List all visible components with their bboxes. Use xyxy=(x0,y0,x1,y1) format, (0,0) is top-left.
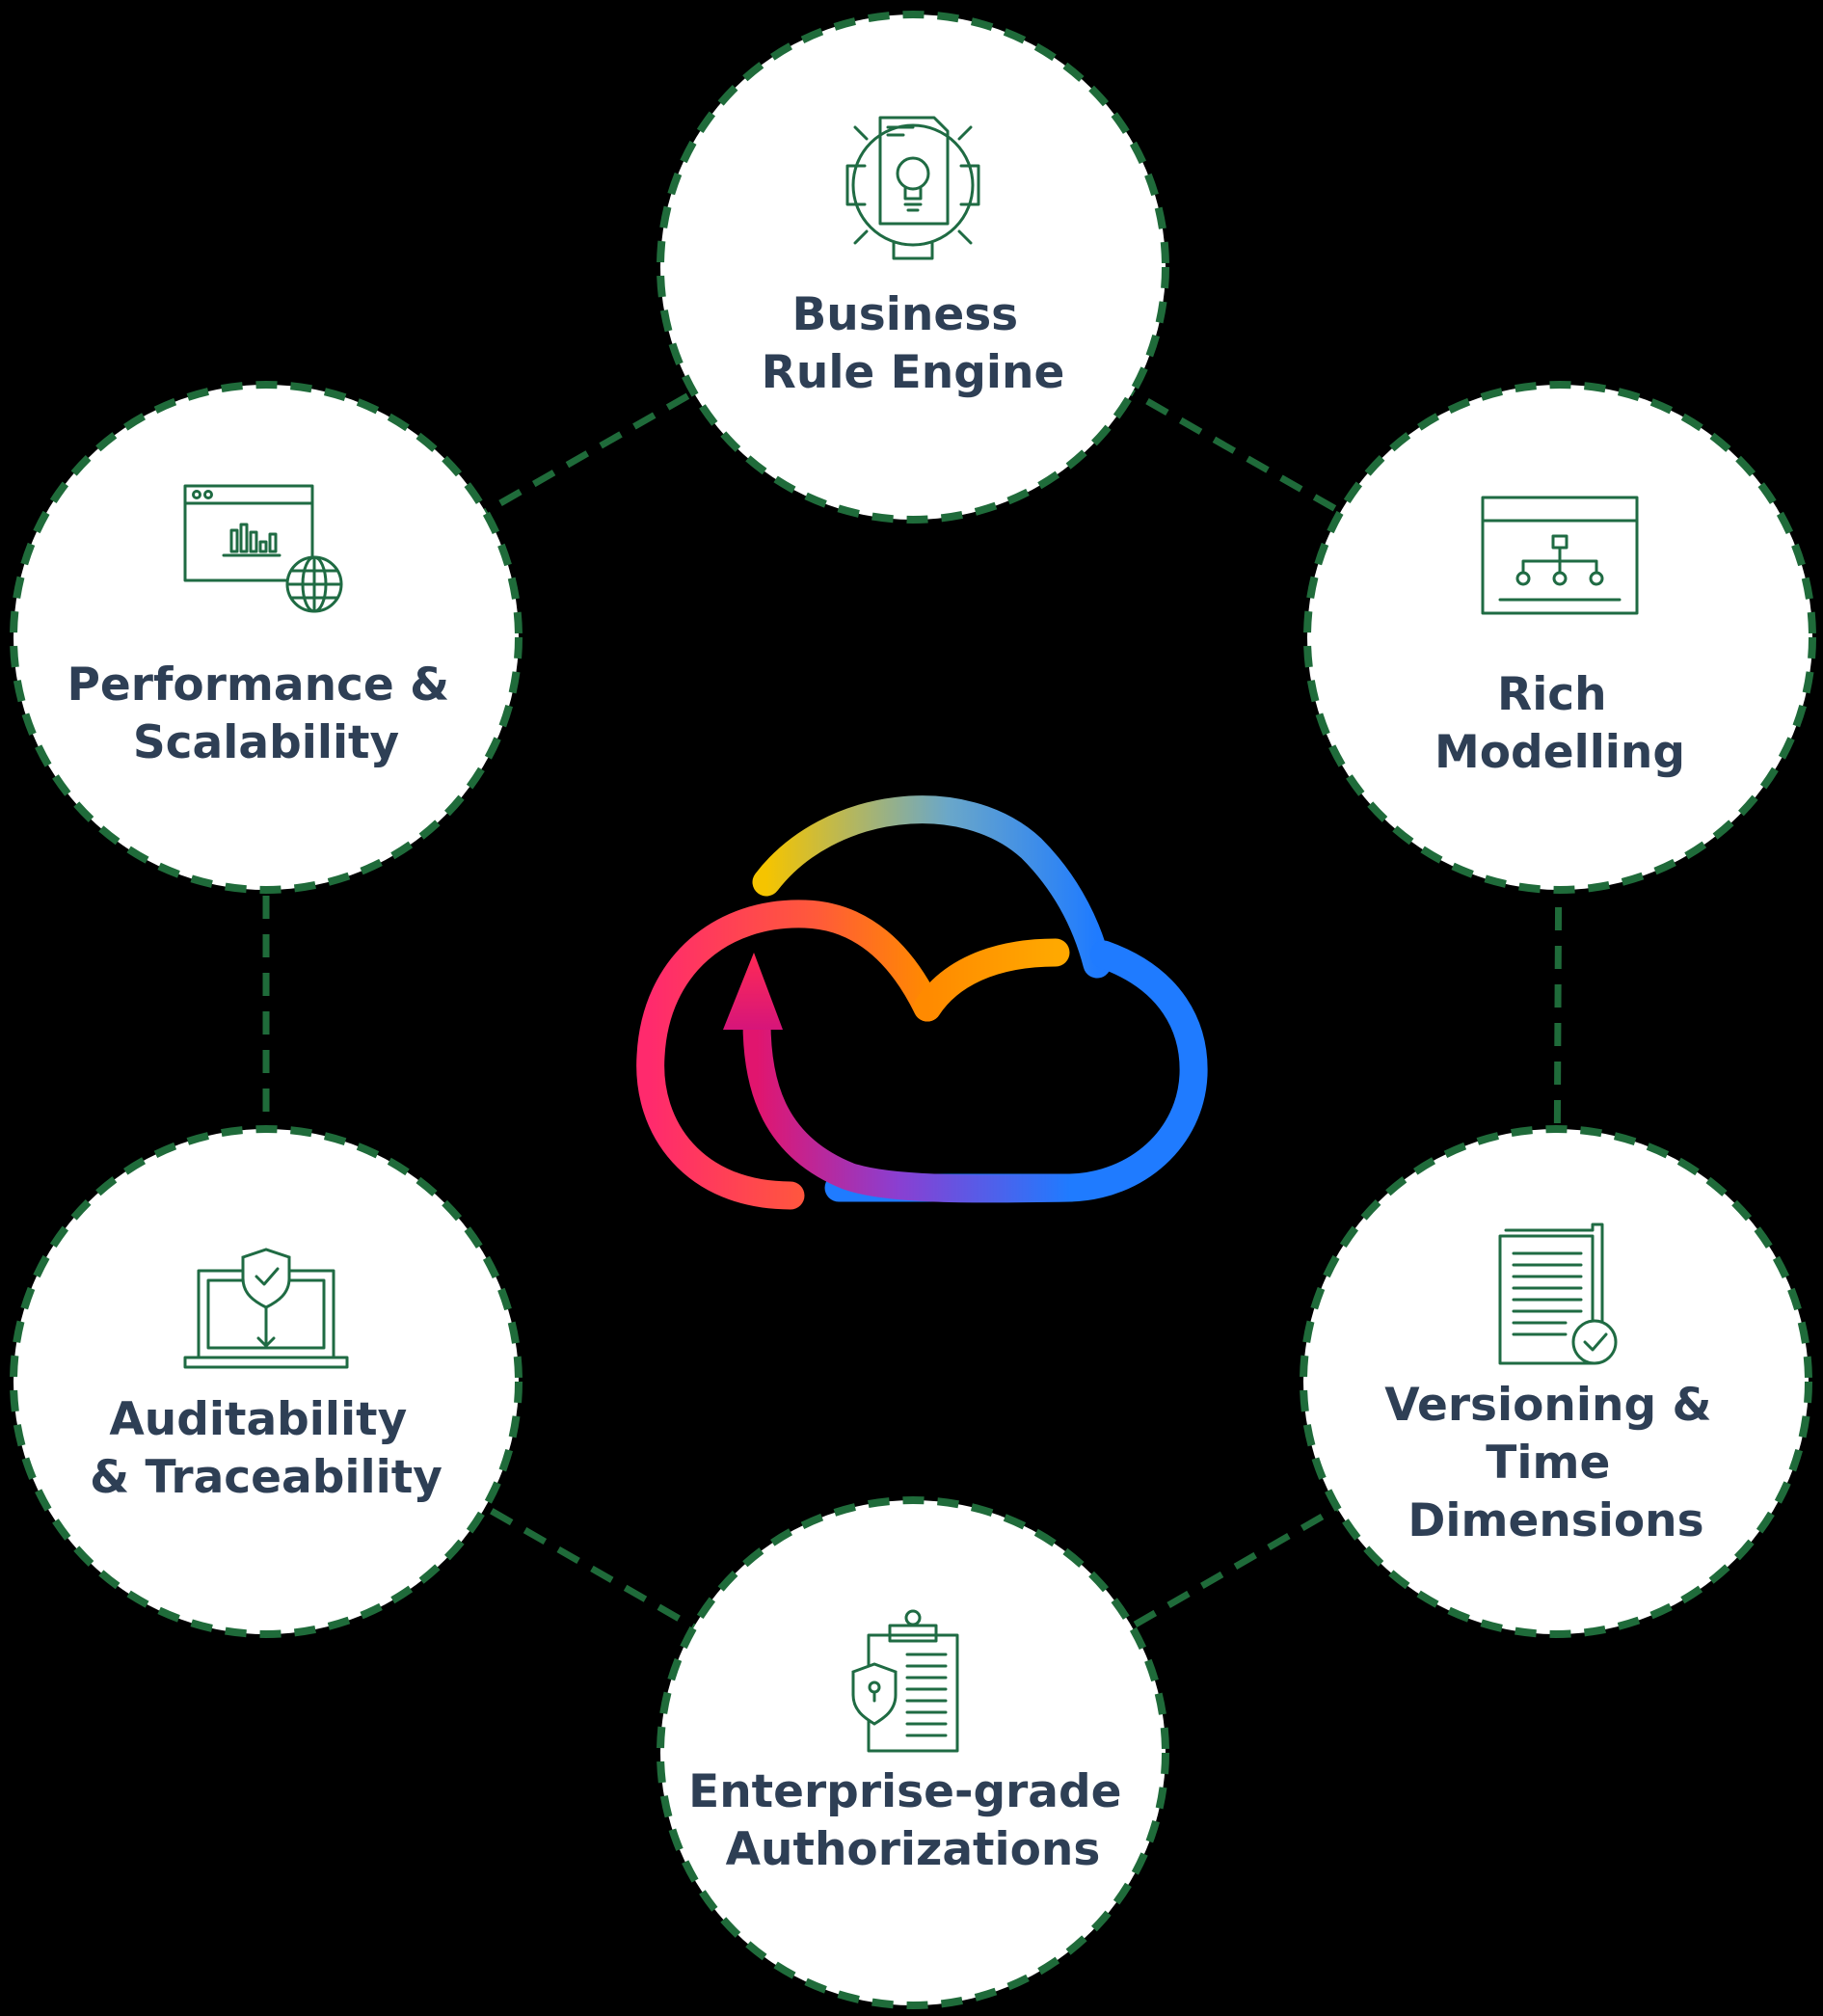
node-circle xyxy=(10,1125,523,1638)
node-performance-scalability: Performance & Scalability xyxy=(10,381,523,894)
feature-nodes: Business Rule Engine Rich Modelling xyxy=(10,11,1816,2009)
gear-document-lightbulb-icon xyxy=(845,116,980,260)
browser-chart-globe-icon xyxy=(183,484,343,613)
cloud-middle-dip xyxy=(913,938,1070,1022)
node-circle xyxy=(657,1496,1169,2009)
node-business-rule-engine: Business Rule Engine xyxy=(657,11,1169,524)
cloud-top-arc xyxy=(752,795,1112,979)
laptop-shield-icon xyxy=(183,1248,349,1369)
node-label: Business Rule Engine xyxy=(762,288,1065,399)
node-circle xyxy=(1303,381,1816,894)
node-rich-modelling: Rich Modelling xyxy=(1303,381,1816,894)
node-circle xyxy=(10,381,523,894)
node-label: Auditability & Traceability xyxy=(90,1393,442,1504)
node-circle xyxy=(657,11,1169,524)
node-label: Enterprise-grade Authorizations xyxy=(688,1765,1138,1876)
cloud-arrow-head xyxy=(723,953,783,1030)
node-versioning-time-dimensions: Versioning & Time Dimensions xyxy=(1300,1125,1812,1638)
cloud-bottom-curve xyxy=(742,1008,1085,1203)
node-circle xyxy=(1300,1125,1812,1638)
cloud-cycle-icon xyxy=(636,795,1208,1210)
cloud-left-loop xyxy=(636,900,942,1210)
node-enterprise-grade-authorizations: Enterprise-grade Authorizations xyxy=(657,1496,1169,2009)
node-label: Performance & Scalability xyxy=(67,659,465,769)
node-label: Rich Modelling xyxy=(1434,668,1685,779)
document-check-icon xyxy=(1498,1223,1618,1365)
hierarchy-window-icon xyxy=(1481,496,1639,615)
clipboard-shield-icon xyxy=(851,1609,959,1753)
cloud-right-lobe xyxy=(824,940,1208,1202)
node-auditability-traceability: Auditability & Traceability xyxy=(10,1125,523,1638)
node-label: Versioning & Time Dimensions xyxy=(1384,1379,1728,1547)
